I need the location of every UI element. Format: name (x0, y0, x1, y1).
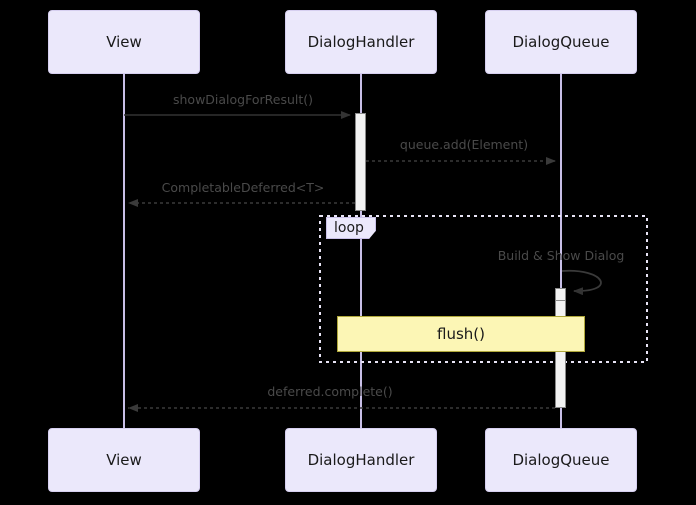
loop-fragment-label-tag[interactable]: loop (326, 217, 376, 239)
message-label-queue-add-element: queue.add(Element) (374, 137, 554, 152)
message-label-build-and-show-dialog: Build & Show Dialog (461, 248, 661, 263)
message-label-completable-deferred: CompletableDeferred<T> (143, 180, 343, 195)
loop-fragment-border (319, 215, 648, 363)
message-label-show-dialog-for-result: showDialogForResult() (143, 92, 343, 107)
participant-label-view-top: View (106, 33, 142, 51)
arrow-build-and-show-dialog (561, 269, 602, 296)
participant-label-dialogqueue-bottom: DialogQueue (512, 451, 610, 469)
participant-label-dialoghandler-top: DialogHandler (307, 33, 415, 51)
message-text-show-dialog-for-result: showDialogForResult() (172, 92, 314, 107)
message-text-build-and-show-dialog: Build & Show Dialog (497, 248, 625, 263)
participant-box-dialogqueue-bottom[interactable]: DialogQueue (485, 428, 637, 492)
participant-box-dialoghandler-top[interactable]: DialogHandler (285, 10, 437, 74)
message-text-completable-deferred: CompletableDeferred<T> (161, 180, 325, 195)
participant-box-view-top[interactable]: View (48, 10, 200, 74)
loop-fragment-label-text: loop (334, 220, 364, 236)
participant-label-view-bottom: View (106, 451, 142, 469)
participant-label-dialoghandler-bottom: DialogHandler (307, 451, 415, 469)
participant-box-dialogqueue-top[interactable]: DialogQueue (485, 10, 637, 74)
activation-bar-dialogqueue-main (555, 300, 566, 408)
activation-bar-dialoghandler (355, 113, 366, 211)
message-text-queue-add-element: queue.add(Element) (399, 137, 529, 152)
message-text-deferred-complete: deferred.complete() (267, 384, 393, 399)
participant-box-dialoghandler-bottom[interactable]: DialogHandler (285, 428, 437, 492)
participant-box-view-bottom[interactable]: View (48, 428, 200, 492)
message-label-deferred-complete: deferred.complete() (230, 384, 430, 399)
message-arrows (124, 111, 602, 412)
note-box-flush[interactable]: flush() (337, 316, 585, 352)
note-label-flush: flush() (437, 325, 485, 343)
participant-label-dialogqueue-top: DialogQueue (512, 33, 610, 51)
